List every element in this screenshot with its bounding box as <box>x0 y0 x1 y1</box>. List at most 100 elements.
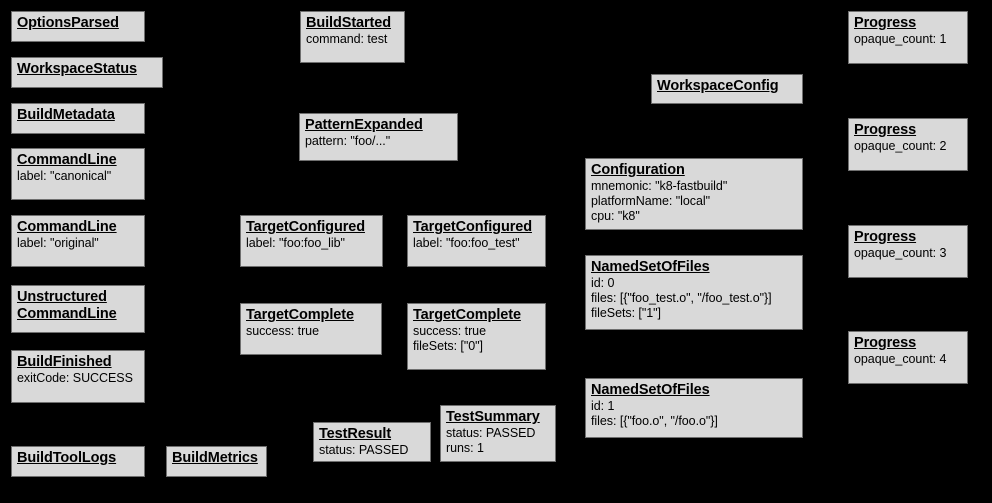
node-title-configuration: Configuration <box>591 162 797 179</box>
node-title-build-finished: BuildFinished <box>17 354 139 371</box>
node-title-named-set-of-files-0: NamedSetOfFiles <box>591 259 797 276</box>
node-fields-configuration: mnemonic: "k8-fastbuild"platformName: "l… <box>591 179 797 224</box>
node-build-metrics[interactable]: BuildMetrics <box>166 446 267 477</box>
node-title-progress-2: Progress <box>854 122 962 139</box>
node-title-progress-3: Progress <box>854 229 962 246</box>
node-title-target-complete-lib: TargetComplete <box>246 307 376 324</box>
node-title-build-started: BuildStarted <box>306 15 399 32</box>
node-fields-progress-3: opaque_count: 3 <box>854 246 962 261</box>
node-field: status: PASSED <box>319 443 409 457</box>
node-title-line: TestResult <box>319 426 392 442</box>
node-title-line: Configuration <box>591 162 685 178</box>
node-field: files: [{"foo_test.o", "/foo_test.o"}] <box>591 291 772 305</box>
node-title-line: Progress <box>854 229 917 245</box>
node-title-line: TestSummary <box>446 409 540 425</box>
node-field: fileSets: ["1"] <box>591 306 661 320</box>
node-field: exitCode: SUCCESS <box>17 371 133 385</box>
node-title-line: NamedSetOfFiles <box>591 259 710 275</box>
node-fields-command-line-canonical: label: "canonical" <box>17 169 139 184</box>
node-fields-progress-2: opaque_count: 2 <box>854 139 962 154</box>
node-field: label: "foo:foo_lib" <box>246 236 345 250</box>
node-fields-progress-1: opaque_count: 1 <box>854 32 962 47</box>
node-field: label: "foo:foo_test" <box>413 236 520 250</box>
node-fields-build-finished: exitCode: SUCCESS <box>17 371 139 386</box>
node-field: command: test <box>306 32 388 46</box>
node-title-line: TargetComplete <box>413 307 521 323</box>
node-field: opaque_count: 4 <box>854 352 947 366</box>
node-fields-target-configured-foo-lib: label: "foo:foo_lib" <box>246 236 377 251</box>
node-fields-target-complete-lib: success: true <box>246 324 376 339</box>
node-title-target-configured-foo-lib: TargetConfigured <box>246 219 377 236</box>
node-build-metadata[interactable]: BuildMetadata <box>11 103 145 134</box>
node-field: opaque_count: 3 <box>854 246 947 260</box>
node-title-workspace-status: WorkspaceStatus <box>17 61 157 78</box>
node-title-target-configured-foo-test: TargetConfigured <box>413 219 540 236</box>
node-title-line: BuildMetrics <box>172 450 258 466</box>
node-field: success: true <box>246 324 319 338</box>
node-build-tool-logs[interactable]: BuildToolLogs <box>11 446 145 477</box>
node-field: runs: 1 <box>446 441 484 455</box>
node-title-line: Progress <box>854 122 917 138</box>
node-title-line: BuildFinished <box>17 354 112 370</box>
node-title-target-complete-test: TargetComplete <box>413 307 540 324</box>
node-title-line: Progress <box>854 15 917 31</box>
node-title-command-line-canonical: CommandLine <box>17 152 139 169</box>
node-field: success: true <box>413 324 486 338</box>
node-fields-progress-4: opaque_count: 4 <box>854 352 962 367</box>
node-title-workspace-config: WorkspaceConfig <box>657 78 797 95</box>
node-field: label: "original" <box>17 236 99 250</box>
node-fields-build-started: command: test <box>306 32 399 47</box>
node-title-line: WorkspaceStatus <box>17 61 137 77</box>
node-title-line: NamedSetOfFiles <box>591 382 710 398</box>
node-title-line: BuildStarted <box>306 15 392 31</box>
node-title-line: TargetComplete <box>246 307 354 323</box>
node-title-build-metadata: BuildMetadata <box>17 107 139 124</box>
node-title-line: CommandLine <box>17 219 117 235</box>
node-workspace-config[interactable]: WorkspaceConfig <box>651 74 803 104</box>
node-title-build-tool-logs: BuildToolLogs <box>17 450 139 467</box>
node-field: status: PASSED <box>446 426 536 440</box>
node-title-line: CommandLine <box>17 152 117 168</box>
node-field: label: "canonical" <box>17 169 112 183</box>
node-field: pattern: "foo/..." <box>305 134 391 148</box>
node-options-parsed[interactable]: OptionsParsed <box>11 11 145 42</box>
node-field: platformName: "local" <box>591 194 710 208</box>
node-title-line: BuildMetadata <box>17 107 115 123</box>
node-title-progress-4: Progress <box>854 335 962 352</box>
node-fields-test-result: status: PASSED <box>319 443 425 458</box>
node-title-line: Unstructured <box>17 289 107 305</box>
node-title-named-set-of-files-1: NamedSetOfFiles <box>591 382 797 399</box>
node-workspace-status[interactable]: WorkspaceStatus <box>11 57 163 88</box>
node-field: mnemonic: "k8-fastbuild" <box>591 179 728 193</box>
node-field: opaque_count: 1 <box>854 32 947 46</box>
node-title-line: PatternExpanded <box>305 117 423 133</box>
node-field: files: [{"foo.o", "/foo.o"}] <box>591 414 718 428</box>
node-field: fileSets: ["0"] <box>413 339 483 353</box>
node-field: opaque_count: 2 <box>854 139 947 153</box>
